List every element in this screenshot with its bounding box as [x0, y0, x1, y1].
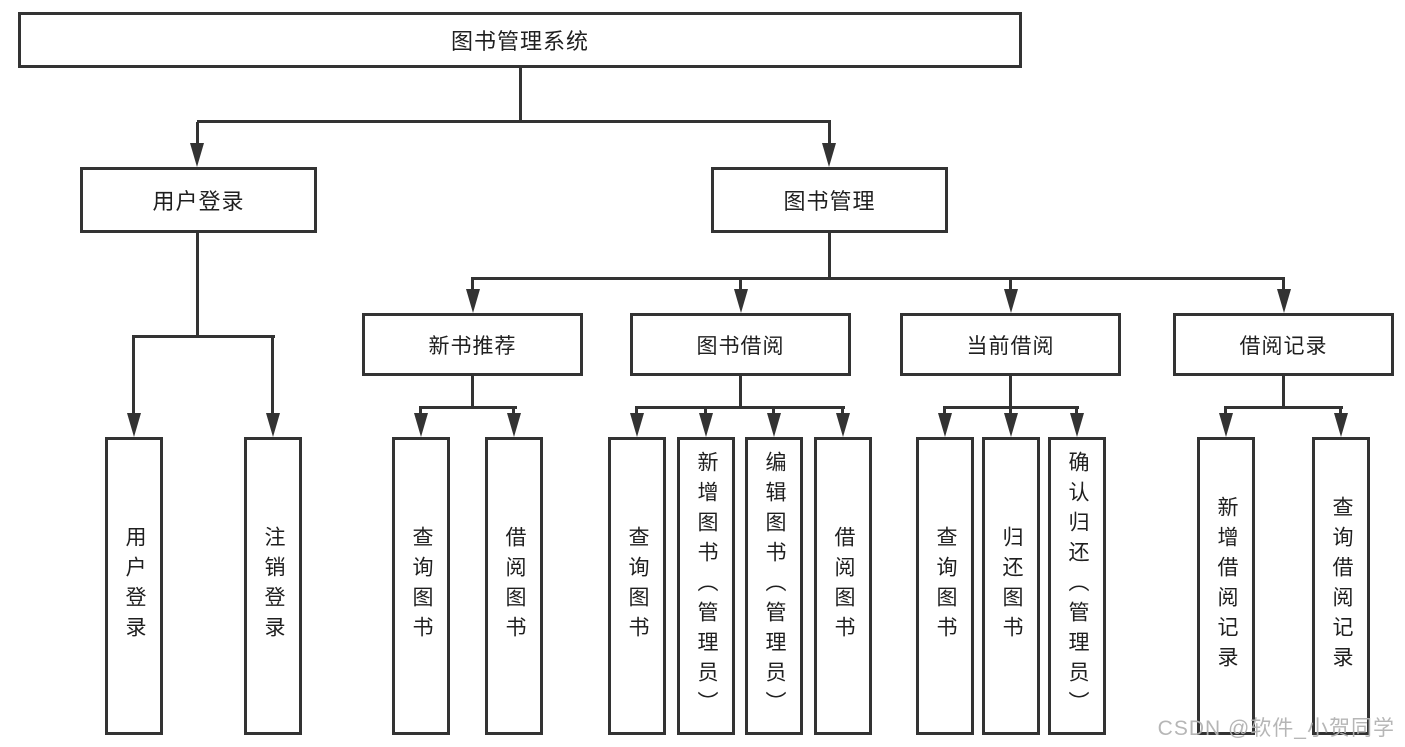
connector-currentborrow-drop-3	[1075, 408, 1078, 415]
node-borrow-records: 借阅记录	[1173, 313, 1394, 376]
connector-borrowrecords-bar	[1224, 406, 1343, 409]
node-current-borrow-label: 当前借阅	[966, 334, 1055, 358]
connector-borrowrecords-drop-2	[1339, 408, 1342, 415]
arrow-down-icon	[1277, 289, 1291, 313]
connector-bookborrow-drop-3	[772, 408, 775, 415]
node-cb-confirm: 确认归还（管理员）	[1048, 437, 1106, 735]
connector-currentborrow-bar	[943, 406, 1079, 409]
node-cb-query-label: 查询图书	[934, 526, 957, 646]
connector-bookborrow-bar	[635, 406, 845, 409]
node-br-query-label: 查询借阅记录	[1330, 496, 1353, 676]
connector-userlogin-drop-left	[132, 337, 135, 413]
connector-bookborrow-drop-2	[704, 408, 707, 415]
arrow-down-icon	[414, 413, 428, 437]
node-bb-edit-label: 编辑图书（管理员）	[763, 451, 786, 721]
node-logout: 注销登录	[244, 437, 302, 735]
node-bb-add-label: 新增图书（管理员）	[695, 451, 718, 721]
node-rec-query: 查询图书	[392, 437, 450, 735]
node-book-borrow-label: 图书借阅	[696, 334, 785, 358]
node-bb-borrow: 借阅图书	[814, 437, 872, 735]
connector-borrowrecords-drop-1	[1224, 408, 1227, 415]
node-login: 用户登录	[105, 437, 163, 735]
arrow-down-icon	[1334, 413, 1348, 437]
connector-bookmgmt-drop-1	[471, 279, 474, 290]
connector-currentborrow-drop-1	[943, 408, 946, 415]
arrow-down-icon	[938, 413, 952, 437]
node-new-book-rec-label: 新书推荐	[428, 334, 517, 358]
arrow-down-icon	[190, 143, 204, 167]
connector-newbookrec-drop-1	[419, 408, 422, 415]
node-user-login-label: 用户登录	[152, 189, 245, 214]
arrow-down-icon	[466, 289, 480, 313]
arrow-down-icon	[734, 289, 748, 313]
arrow-down-icon	[1004, 289, 1018, 313]
connector-bookmgmt-drop-3	[1009, 279, 1012, 290]
connector-currentborrow-drop-2	[1009, 408, 1012, 415]
node-cb-query: 查询图书	[916, 437, 974, 735]
arrow-down-icon	[1219, 413, 1233, 437]
node-login-label: 用户登录	[123, 526, 146, 646]
arrow-down-icon	[822, 143, 836, 167]
arrow-down-icon	[1004, 413, 1018, 437]
node-bb-query-label: 查询图书	[626, 526, 649, 646]
arrow-down-icon	[836, 413, 850, 437]
node-cb-return: 归还图书	[982, 437, 1040, 735]
connector-bookborrow-stem	[739, 376, 742, 408]
connector-userlogin-stem	[196, 233, 199, 335]
arrow-down-icon	[266, 413, 280, 437]
connector-root-bar	[197, 120, 831, 123]
connector-newbookrec-stem	[471, 376, 474, 408]
arrow-down-icon	[1070, 413, 1084, 437]
connector-userlogin-drop-right	[271, 337, 274, 413]
arrow-down-icon	[507, 413, 521, 437]
connector-bookborrow-drop-1	[635, 408, 638, 415]
node-br-query: 查询借阅记录	[1312, 437, 1370, 735]
connector-newbookrec-bar	[419, 406, 517, 409]
node-root: 图书管理系统	[18, 12, 1022, 68]
node-rec-borrow: 借阅图书	[485, 437, 543, 735]
connector-borrowrecords-stem	[1282, 376, 1285, 408]
csdn-watermark: CSDN @软件_小贺同学	[1157, 717, 1395, 740]
arrow-down-icon	[127, 413, 141, 437]
connector-currentborrow-stem	[1009, 376, 1012, 408]
node-bb-add: 新增图书（管理员）	[677, 437, 735, 735]
connector-bookborrow-drop-4	[841, 408, 844, 415]
node-br-add: 新增借阅记录	[1197, 437, 1255, 735]
node-borrow-records-label: 借阅记录	[1239, 334, 1328, 358]
node-new-book-rec: 新书推荐	[362, 313, 583, 376]
connector-userlogin-bar	[132, 335, 275, 338]
connector-newbookrec-drop-2	[512, 408, 515, 415]
node-rec-query-label: 查询图书	[410, 526, 433, 646]
node-cb-confirm-label: 确认归还（管理员）	[1066, 451, 1089, 721]
node-root-label: 图书管理系统	[450, 29, 589, 54]
node-bb-edit: 编辑图书（管理员）	[745, 437, 803, 735]
connector-bookmgmt-drop-4	[1282, 279, 1285, 290]
arrow-down-icon	[630, 413, 644, 437]
connector-bookmgmt-stem	[828, 233, 831, 277]
connector-root-drop-left	[196, 122, 199, 145]
node-book-borrow: 图书借阅	[630, 313, 851, 376]
node-current-borrow: 当前借阅	[900, 313, 1121, 376]
arrow-down-icon	[767, 413, 781, 437]
node-cb-return-label: 归还图书	[1000, 526, 1023, 646]
node-bb-query: 查询图书	[608, 437, 666, 735]
node-book-mgmt-label: 图书管理	[783, 189, 876, 214]
connector-root-stem	[519, 68, 522, 123]
node-br-add-label: 新增借阅记录	[1215, 496, 1238, 676]
arrow-down-icon	[699, 413, 713, 437]
node-user-login: 用户登录	[80, 167, 317, 233]
node-book-mgmt: 图书管理	[711, 167, 948, 233]
connector-root-drop-right	[828, 122, 831, 145]
node-logout-label: 注销登录	[262, 526, 285, 646]
node-rec-borrow-label: 借阅图书	[503, 526, 526, 646]
connector-bookmgmt-drop-2	[739, 279, 742, 290]
connector-bookmgmt-bar	[471, 277, 1285, 280]
node-bb-borrow-label: 借阅图书	[832, 526, 855, 646]
